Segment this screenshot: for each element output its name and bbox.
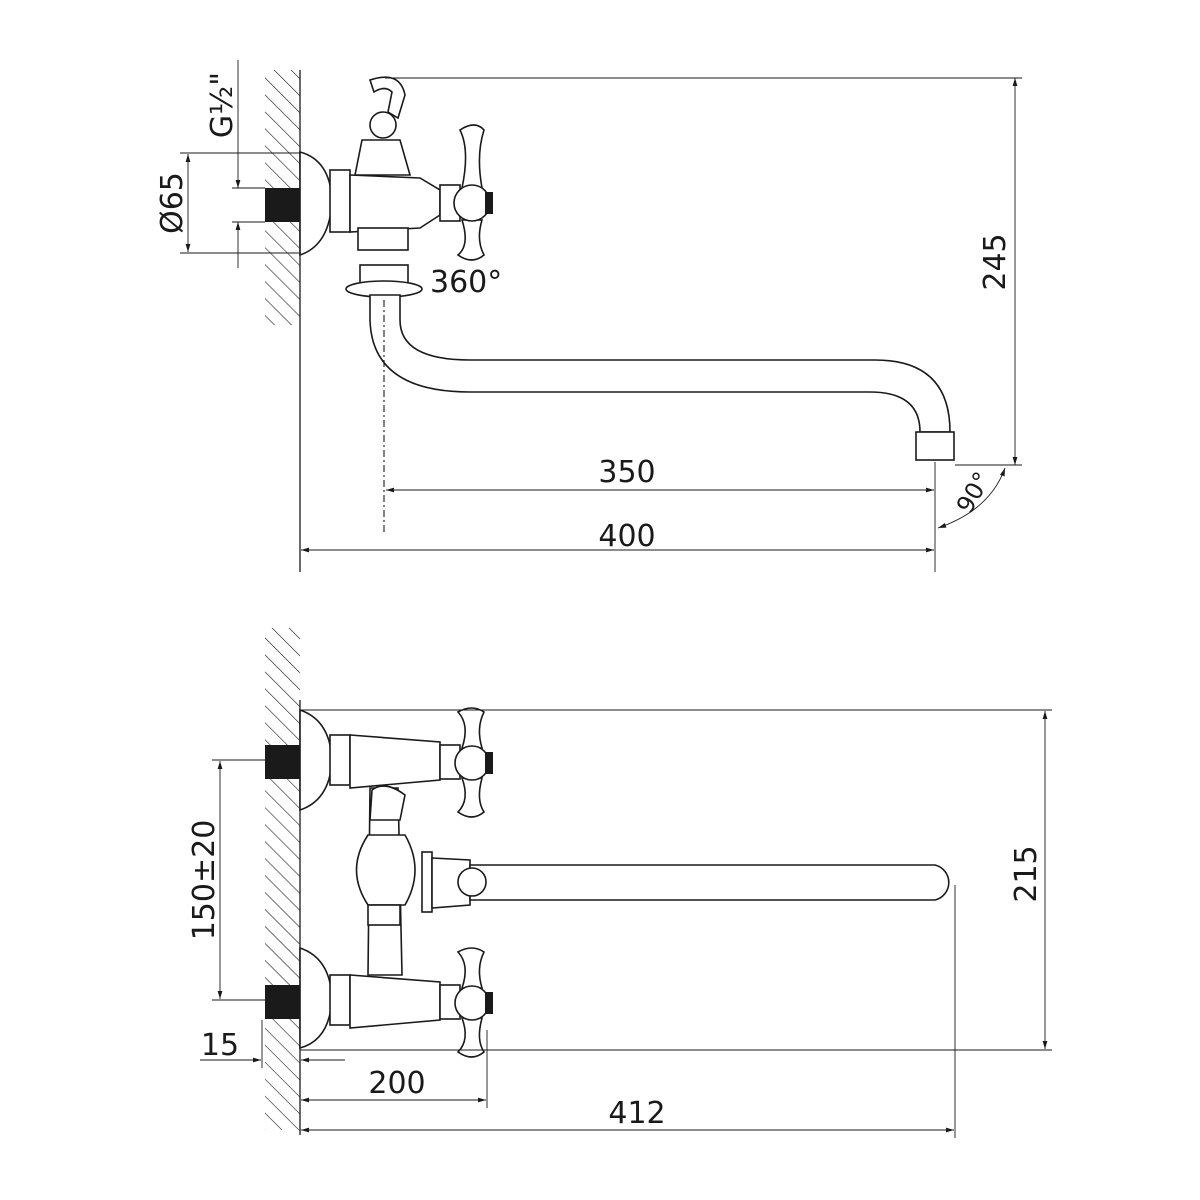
dim-245-label: 245 — [978, 233, 1013, 290]
spout-nut — [421, 851, 433, 913]
handle-index — [485, 192, 493, 214]
handle-cap — [453, 184, 491, 222]
holder-ring — [369, 111, 397, 139]
dim-400-label: 400 — [598, 519, 655, 554]
threaded-inlet-bottom — [265, 985, 300, 1019]
dim-diameter-label: Ø65 — [155, 172, 190, 234]
nut-bottom — [329, 974, 351, 1026]
spout — [369, 294, 951, 433]
aerator — [915, 431, 955, 461]
shower-holder-front — [369, 785, 406, 821]
handle-bottom — [439, 947, 493, 1058]
nut — [329, 169, 351, 233]
threaded-inlet — [265, 188, 300, 222]
spout-front — [469, 864, 950, 901]
dim-15-label: 15 — [201, 1028, 239, 1063]
valve-body-bottom — [349, 974, 441, 1029]
valve-body-top — [349, 734, 441, 789]
dim-thread-label: G½" — [205, 72, 240, 138]
diverter-base — [367, 904, 401, 926]
swivel-label: 360° — [430, 265, 502, 300]
diverter — [354, 139, 412, 176]
dim-200-label: 200 — [368, 1066, 425, 1101]
handle-top — [439, 707, 493, 818]
flange-top — [299, 708, 333, 812]
dim-center-distance-label: 150±20 — [187, 820, 222, 941]
wall-flange — [299, 150, 333, 257]
spout-collar — [431, 857, 471, 909]
wall-hatch-front — [265, 628, 300, 1130]
front-view: 215 150±20 15 200 412 — [187, 628, 1052, 1138]
dim-412-label: 412 — [608, 1096, 665, 1131]
angle-label: 90° — [951, 467, 997, 518]
handle-arm-top — [458, 124, 485, 189]
flange-bottom — [299, 946, 333, 1050]
angle-arc — [937, 467, 1006, 529]
handle-arm-bottom — [456, 219, 486, 261]
spout-joint — [457, 867, 487, 897]
dim-215-label: 215 — [1009, 845, 1044, 902]
lower-body — [357, 227, 409, 251]
dim-350-label: 350 — [598, 455, 655, 490]
valve-body — [349, 174, 441, 233]
top-view: 245 350 400 90° 360° Ø65 G½" — [155, 60, 1022, 572]
threaded-inlet-top — [265, 745, 300, 779]
nut-top — [329, 734, 351, 786]
shower-holder — [368, 76, 406, 120]
diverter-front — [355, 834, 416, 906]
